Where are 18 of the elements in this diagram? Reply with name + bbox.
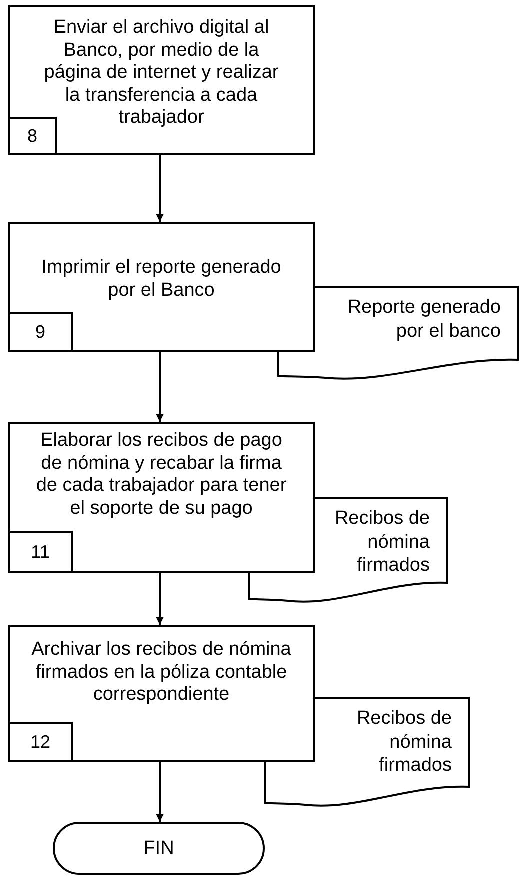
step-description: Archivar los recibos de nómina firmados en la póliza contable correspondiente	[32, 639, 292, 706]
arrow	[156, 573, 164, 625]
process-box	[8, 625, 315, 762]
document-label: Recibos de nómina firmados	[334, 507, 430, 578]
step-number: 8	[8, 117, 57, 155]
step-number: 11	[8, 531, 73, 573]
step-number: 12	[8, 722, 73, 762]
step-description: Elaborar los recibos de pago de nómina y recabar la firma de cada trabajador para tener el soporte de su pago	[35, 430, 288, 520]
terminator-label: FIN	[144, 838, 174, 860]
arrow	[156, 762, 164, 822]
arrow	[156, 155, 164, 222]
process-box	[8, 5, 315, 155]
document-label: Reporte generado por el banco	[346, 296, 501, 343]
step-number: 9	[8, 312, 73, 352]
step-description: Imprimir el reporte generado por el Banco	[40, 257, 282, 302]
process-box	[8, 222, 315, 352]
arrow	[156, 352, 164, 422]
document-label: Recibos de nómina firmados	[356, 707, 452, 778]
